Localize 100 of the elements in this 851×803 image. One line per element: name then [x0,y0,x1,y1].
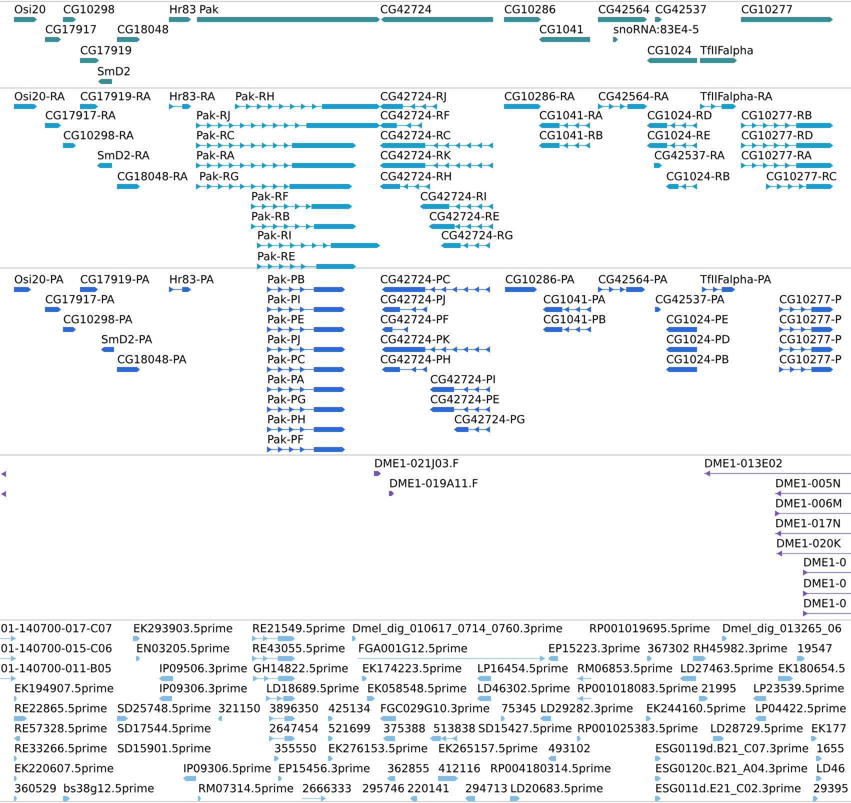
feature-label: SmD2-RA [98,150,150,160]
feature-label: ESG011d.E21_C02.3prime [656,784,801,795]
feature-label: 513838 [434,724,475,732]
feature-label: Osi20-RA [14,92,65,100]
feature-label: DME1-005N [776,478,840,488]
feature-label: EK276153.5prime [329,744,428,755]
feature-label: CG1024-PD [666,334,730,344]
feature-label: LD46 [817,764,844,772]
feature-label: DME1-013E02 [705,458,782,468]
feature-label: CG10277-P [780,354,842,364]
feature-label: DME1-006M [776,498,842,508]
feature-label: CG17917 [46,24,96,34]
feature-label: CG42724-PC [380,274,450,284]
feature-label: EK220607.5prime [15,764,114,775]
feature-label: CG42724-RC [380,130,450,140]
feature-label: SD25748.5prime [118,704,210,715]
feature-label: 2666333 [303,784,351,792]
feature-label: CG42537-PA [656,294,724,304]
feature-label: LD28729.5prime [711,724,803,735]
feature-label: CG42564-RA [598,92,669,100]
feature-label: LP16454.5prime [478,664,568,675]
feature-label: 362855 [388,764,429,772]
feature-label: RP001019695.5prime [590,624,710,635]
feature-label: bs38g12.5prime [64,784,154,795]
feature-label: CG17919 [80,46,132,54]
feature-label: ESG0120c.B21_A04.3prime [656,764,808,775]
feature-label: CG42724-PJ [380,294,445,306]
feature-label: SD17544.5prime [118,724,210,735]
feature-label: 321150 [219,704,260,712]
feature-label: RH45982.3prime [694,644,787,655]
feature-label: CG42724-RG [442,230,512,240]
feature-label: CG10277-P [780,334,842,344]
feature-label: LD29282.3prime [541,704,633,715]
feature-label: CG42724 [380,4,432,14]
feature-label: 01-140700-015-C06 [1,644,112,652]
feature-label: SmD2-PA [102,334,152,344]
feature-label: 412116 [438,764,480,772]
feature-label: Pak-PJ [268,334,300,346]
feature-label: ESG0119d.B21_C07.3prime [656,744,808,755]
feature-label: CG42724-PH [380,354,450,364]
feature-label: CG42564 [598,4,650,14]
feature-label: Pak-RH [236,92,274,100]
feature-label: CG10277-P [780,294,842,304]
feature-label: TfIIFalpha-PA [700,274,772,286]
feature-label: Dmel_dig_010617_0714_0760.3prime [353,624,562,635]
feature-label: CG1041-RB [540,130,602,140]
feature-label: 493102 [548,744,590,752]
feature-label: CG10298 [64,4,114,14]
feature-label: RM07314.5prime [199,784,294,795]
feature-label: EN03205.5prime [137,644,230,655]
feature-label: CG42564-PA [598,274,668,284]
feature-label: Osi20 [14,4,46,14]
feature-label: CG10277-RA [742,150,812,160]
feature-label: Pak-RJ [197,110,230,122]
feature-label: CG42724-PI [430,374,495,384]
feature-label: Pak-PH [268,414,305,424]
feature-label: SmD2 [98,66,130,76]
feature-label: Pak-RA [197,150,234,160]
feature-label: 01-140700-017-C07 [1,624,112,632]
feature-label: EK194907.5prime [15,684,114,695]
feature-label: RE22865.5prime [15,704,107,715]
feature-label: TfIIFalpha-RA [700,92,772,102]
feature-label: Pak-PI [268,294,300,304]
feature-label: CG18048-PA [118,354,186,364]
feature-label: 521699 [329,724,370,732]
feature-label: CG10286-PA [506,274,574,284]
feature-label: EP15456.3prime [279,764,370,775]
feature-label: 3896350 [270,704,318,712]
feature-label: DME1-0 [804,578,846,588]
feature-label: IP09306.3prime [160,684,247,695]
feature-label: RE57328.5prime [15,724,107,735]
feature-label: 19547 [798,644,832,652]
feature-label: Pak-RI [258,230,291,240]
feature-label: CG1024 [648,46,692,54]
feature-label: FGC029G10.3prime [381,704,490,715]
feature-label: CG10277-P [780,314,842,324]
feature-label: 425134 [328,704,370,712]
feature-label: snoRNA:83E4-5 [614,24,698,34]
feature-label: CG17919-PA [80,274,150,284]
feature-label: CG17917-PA [46,294,114,304]
feature-label: RP001018083.5prime [578,684,698,695]
feature-label: Pak [200,4,219,14]
feature-label: EK058548.5prime [368,684,466,695]
feature-label: 367302 [648,644,688,652]
feature-label: CG1024-RB [666,172,730,180]
feature-label: RE21549.5prime [253,624,345,635]
feature-label: CG42724-PF [380,314,448,324]
feature-label: CG10298-PA [64,314,132,324]
feature-label: 21995 [702,684,736,692]
feature-label: DME1-0 [804,558,846,566]
feature-label: EK180654.5 [779,664,844,672]
feature-label: Dmel_dig_013265_06 [723,624,842,635]
feature-label: Pak-RE [258,252,295,260]
feature-label: LP04422.5prime [756,704,846,715]
feature-label: IP09506.3prime [160,664,247,675]
feature-label: 01-140700-011-B05 [1,664,111,672]
feature-label: CG1024-PE [666,314,728,324]
feature-label: Pak-RC [197,130,234,140]
feature-label: RP001025383.5prime [578,724,698,735]
feature-label: CG10277-RC [766,172,836,180]
